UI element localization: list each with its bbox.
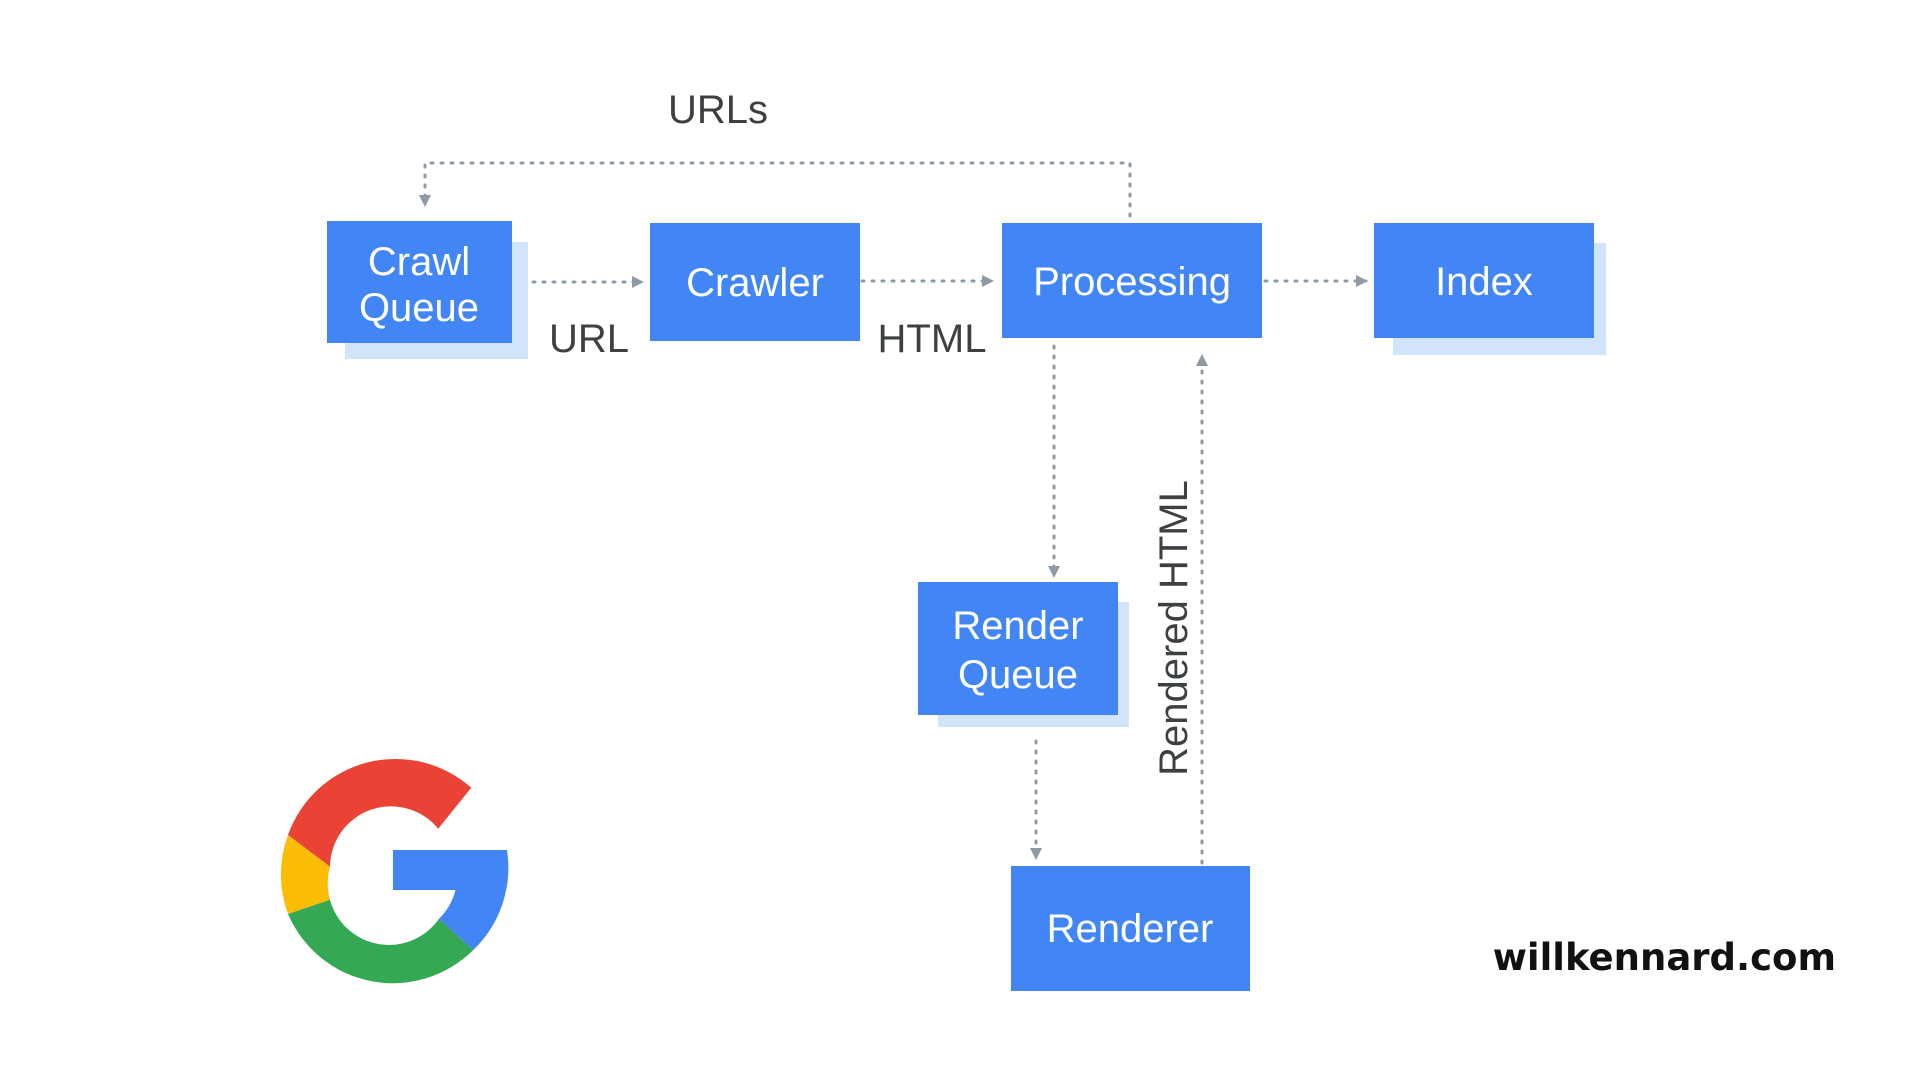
processing-label: Processing (1033, 260, 1231, 304)
google-g-blue-segment (393, 850, 509, 950)
crawler-label: Crawler (686, 261, 824, 305)
index-label: Index (1435, 260, 1533, 304)
watermark-text: willkennard.com (1493, 936, 1836, 979)
render-queue-label-line1: Render (952, 604, 1083, 648)
urls-feedback-label: URLs (668, 88, 768, 132)
urls-feedback-connector (419, 161, 1132, 218)
google-g-yellow-segment (280, 835, 330, 914)
renderer-node: Renderer (1011, 866, 1250, 991)
processing-node: Processing (1002, 223, 1262, 338)
crawl-queue-label-line2: Queue (359, 286, 479, 330)
render-queue-node: Render Queue (918, 582, 1129, 727)
renderer-label: Renderer (1047, 907, 1214, 951)
crawler-node: Crawler (650, 223, 860, 341)
google-g-logo (280, 758, 509, 984)
index-node: Index (1374, 223, 1606, 355)
crawl-queue-label-line1: Crawl (368, 240, 470, 284)
rendered-html-edge-label: Rendered HTML (1152, 480, 1196, 776)
google-g-green-segment (288, 899, 474, 984)
google-g-red-segment (288, 758, 472, 867)
render-queue-label-line2: Queue (958, 653, 1078, 697)
crawl-queue-node: Crawl Queue (327, 221, 528, 359)
html-edge-label: HTML (878, 317, 987, 361)
url-edge-label: URL (549, 317, 629, 361)
